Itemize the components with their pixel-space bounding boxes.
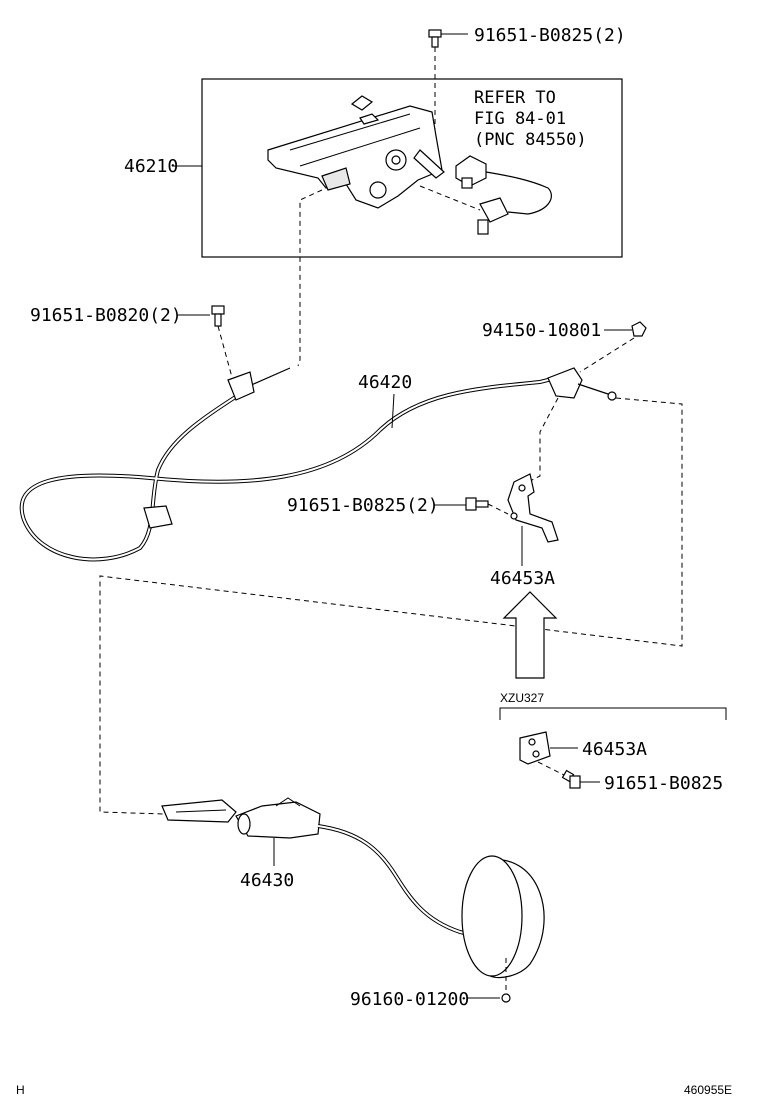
bolt-variant-guide (537, 761, 567, 777)
nut-guide (579, 337, 635, 373)
front-cable-leader (391, 393, 395, 429)
parking-brake-lever-icon (267, 95, 445, 209)
nut-label: 94150-10801 (482, 320, 601, 341)
bolt-mid-icon (465, 497, 489, 511)
rear-cable-label: 46430 (240, 870, 294, 891)
brake-switch-icon (419, 155, 552, 235)
front-cable-label: 46420 (358, 372, 412, 393)
refer-note-line-2: FIG 84-01 (474, 109, 566, 129)
clip-icon (501, 993, 511, 1003)
clip-label: 96160-01200 (350, 989, 469, 1010)
bracket-label: 46453A (490, 568, 555, 589)
bracket-guide (527, 397, 559, 483)
figure-id: 460955E (684, 1083, 732, 1097)
lever-cable-guide (297, 189, 323, 367)
bracket-icon (507, 473, 559, 543)
bracket-variant-icon (519, 731, 551, 765)
bolt-left-label: 91651-B0820(2) (30, 305, 182, 326)
bolt-mid-guide (487, 503, 509, 515)
lever-assembly-box (201, 78, 623, 258)
bolt-variant-icon (561, 769, 581, 789)
nut-icon (631, 321, 647, 337)
lever-label: 46210 (124, 156, 178, 177)
corner-left-code: H (16, 1083, 25, 1097)
brake-drum-icon (461, 855, 545, 979)
bolt-variant-label: 91651-B0825 (604, 773, 723, 794)
variant-code-label: XZU327 (500, 691, 544, 705)
refer-note-line-1: REFER TO (474, 88, 556, 108)
bolt-top-label: 91651-B0825(2) (474, 25, 626, 46)
bracket-variant-label: 46453A (582, 739, 647, 760)
rear-cable-icon (161, 797, 515, 951)
variant-bracket-line (499, 707, 727, 720)
variant-arrow-icon (502, 591, 558, 679)
bolt-mid-label: 91651-B0825(2) (287, 495, 439, 516)
cable-route-guide (99, 397, 683, 815)
bolt-top-icon (428, 29, 442, 48)
refer-note-line-3: (PNC 84550) (474, 130, 587, 150)
front-cable-icon (19, 367, 617, 562)
bolt-left-icon (211, 305, 225, 327)
